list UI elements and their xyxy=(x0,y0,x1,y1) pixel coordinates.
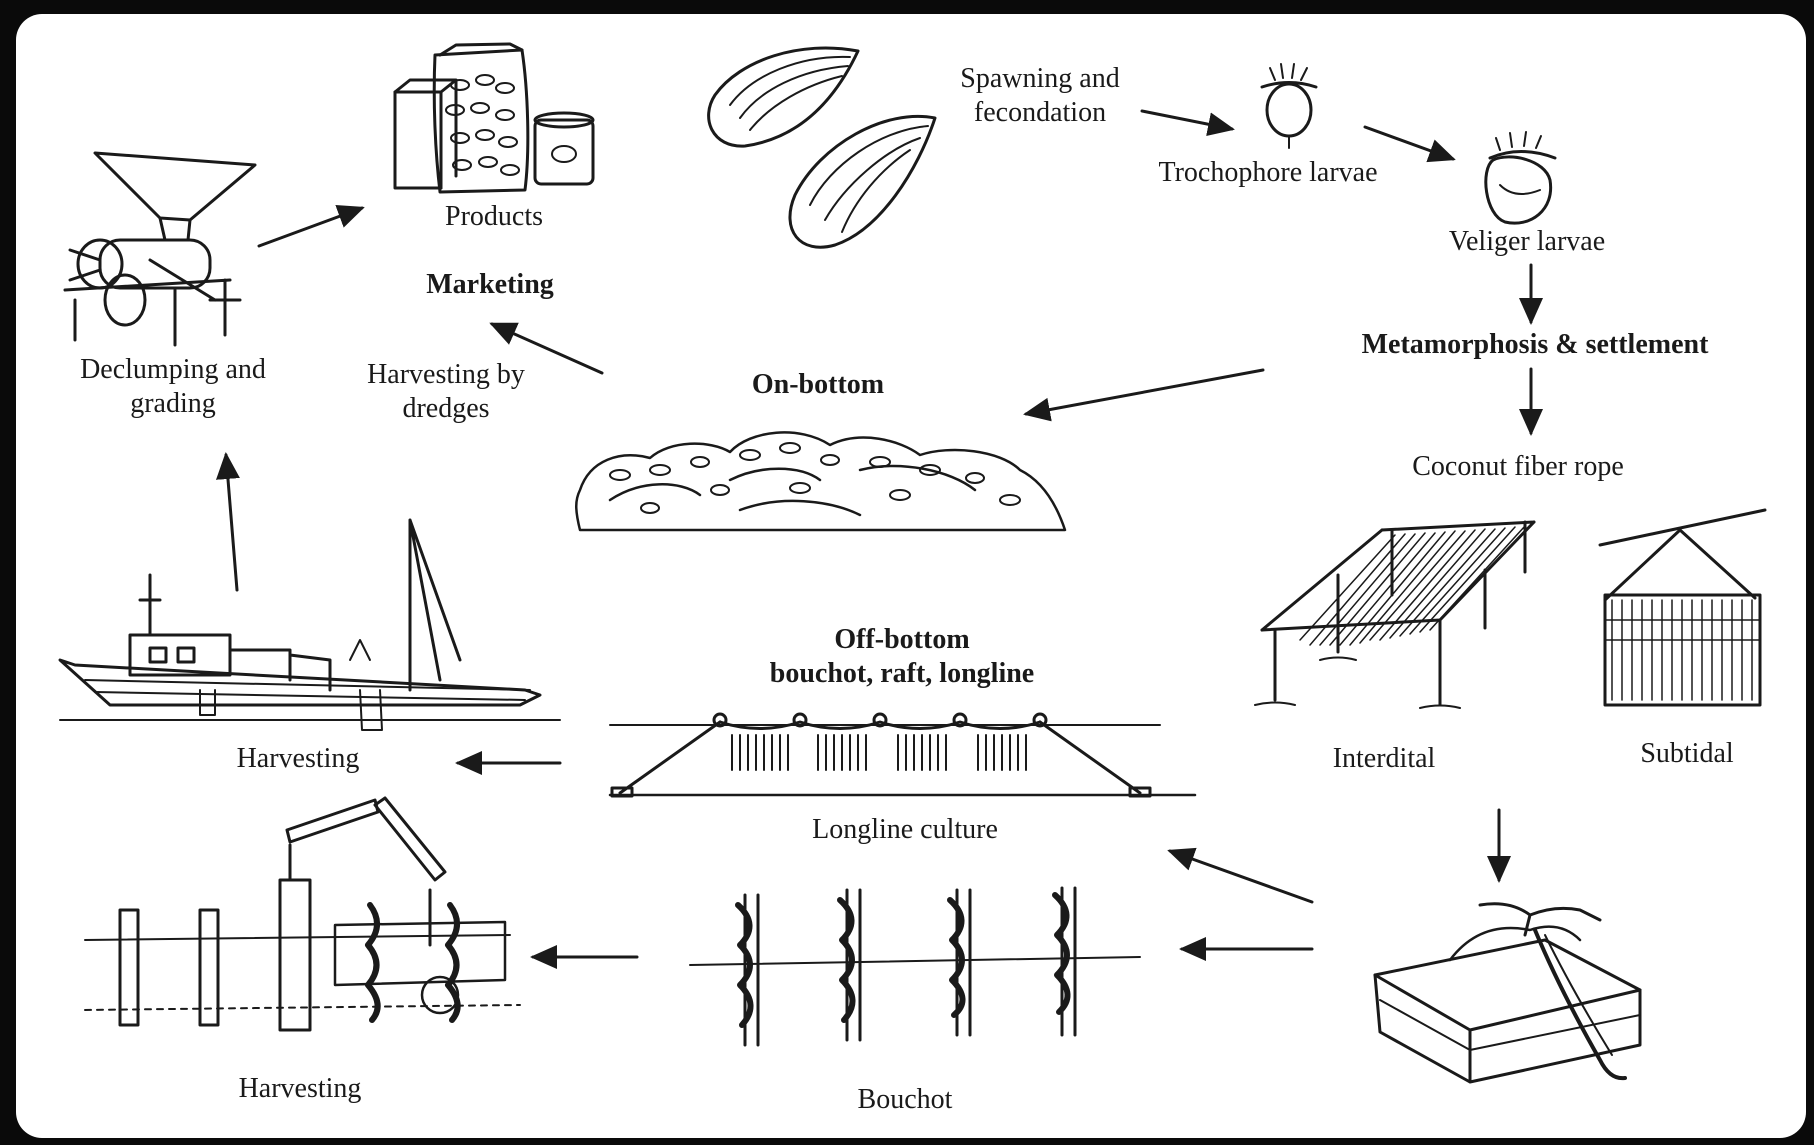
longline-label: Longline culture xyxy=(812,813,998,847)
arrow-settlement-to-on-bottom xyxy=(1026,370,1263,414)
on-bottom-label: On-bottom xyxy=(752,368,884,402)
trochophore-label: Trochophore larvae xyxy=(1158,156,1377,190)
arrow-crate-to-longline xyxy=(1170,851,1312,902)
subtidal-raft-illustration xyxy=(1600,510,1765,705)
mussel-shells-illustration xyxy=(709,48,935,247)
bouchot-poles-illustration xyxy=(690,888,1140,1045)
products-illustration xyxy=(395,44,593,192)
arrow-trochophore-to-veliger xyxy=(1365,127,1453,159)
metamorphosis-label: Metamorphosis & settlement xyxy=(1362,328,1709,362)
rope-seeding-crate-illustration xyxy=(1375,904,1640,1082)
arrow-spawning-to-trochophore xyxy=(1142,111,1232,129)
products-label: Products xyxy=(445,200,543,234)
veliger-label: Veliger larvae xyxy=(1449,225,1605,259)
bouchot-harvester-illustration xyxy=(85,798,520,1030)
trochophore-larva-icon xyxy=(1262,64,1316,148)
arrow-declumping-to-products xyxy=(259,208,362,246)
harvesting-bouchot-label: Harvesting xyxy=(239,1072,362,1106)
veliger-larva-icon xyxy=(1486,132,1555,223)
interdital-rack-illustration xyxy=(1255,522,1534,708)
interdital-label: Interdital xyxy=(1333,742,1436,776)
harvesting-boat-illustration xyxy=(60,520,560,730)
marketing-label: Marketing xyxy=(426,268,554,302)
longline-culture-illustration xyxy=(610,714,1195,796)
arrow-boat-to-declumping xyxy=(226,455,237,590)
bouchot-label: Bouchot xyxy=(858,1083,953,1117)
declumping-machine-illustration xyxy=(65,153,255,345)
coconut-rope-label: Coconut fiber rope xyxy=(1412,450,1624,484)
subtidal-label: Subtidal xyxy=(1640,737,1733,771)
harvesting-boat-label: Harvesting xyxy=(237,742,360,776)
on-bottom-mussel-beds-illustration xyxy=(576,432,1065,530)
